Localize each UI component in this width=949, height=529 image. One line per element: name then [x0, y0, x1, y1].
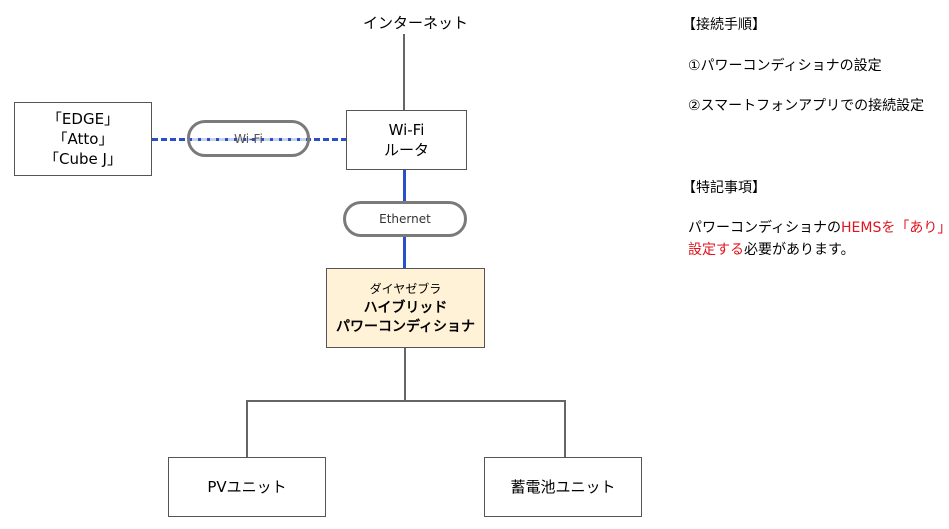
battery-branch-line	[564, 400, 566, 457]
pv-unit-label: PVユニット	[207, 478, 287, 496]
router-box: Wi-Fi ルータ	[346, 110, 467, 170]
wifi-pill-label: Wi-Fi	[234, 131, 263, 146]
pcs-down-line	[404, 348, 406, 401]
battery-unit-label: 蓄電池ユニット	[510, 478, 616, 496]
wifi-dashed-link-faded	[192, 138, 306, 141]
step-2: ②スマートフォンアプリでの接続設定	[688, 98, 925, 114]
special-note-part1: パワーコンディショナの	[688, 220, 842, 236]
special-note-line1: パワーコンディショナのHEMSを「あり」に	[688, 217, 949, 237]
pcs-type: ハイブリッド	[363, 299, 448, 316]
special-note-part4: 必要があります。	[744, 242, 855, 258]
pcs-name: パワーコンディショナ	[335, 318, 476, 335]
internet-label: インターネット	[363, 14, 469, 32]
wifi-pill: Wi-Fi	[187, 120, 310, 157]
device-edge: 「EDGE」	[46, 110, 120, 128]
steps-title: 【接続手順】	[682, 17, 766, 33]
pv-branch-line	[246, 400, 248, 457]
battery-unit-box: 蓄電池ユニット	[484, 457, 642, 517]
pv-unit-box: PVユニット	[168, 457, 326, 517]
device-cube-j: 「Cube J」	[44, 150, 122, 168]
ethernet-pill-label: Ethernet	[379, 212, 431, 226]
special-note-hems: HEMSを「あり」に	[841, 220, 949, 236]
special-note-setting: 設定する	[688, 242, 744, 258]
internet-line	[403, 34, 405, 110]
device-box: 「EDGE」 「Atto」 「Cube J」	[14, 102, 152, 176]
special-note-line2: 設定する必要があります。	[688, 239, 855, 259]
device-atto: 「Atto」	[52, 130, 114, 148]
router-line1: Wi-Fi	[388, 121, 425, 139]
branch-line	[246, 400, 566, 402]
ethernet-pill: Ethernet	[343, 201, 467, 237]
pcs-brand: ダイヤゼブラ	[369, 281, 442, 296]
power-conditioner-box: ダイヤゼブラ ハイブリッド パワーコンディショナ	[326, 268, 485, 348]
step-1: ①パワーコンディショナの設定	[688, 58, 882, 74]
router-line2: ルータ	[383, 141, 429, 159]
special-title: 【特記事項】	[682, 180, 766, 196]
